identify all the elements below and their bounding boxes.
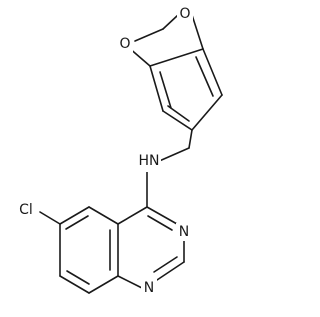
bond-c4-n3-b [147,215,173,231]
atom-nh: HN [139,153,160,169]
bond-o-top-c [191,14,204,50]
bond-c7-c8-b [66,270,90,285]
bond-c8-c8a [88,275,119,294]
bond-c4a-c5 [88,206,119,225]
bond-benz-2 [202,48,223,96]
bond-c2-n1-b [153,256,178,273]
bond-ring-ch2 [188,129,193,149]
bond-c4-n3 [146,206,178,225]
bond-benz-4 [162,110,193,131]
bond-benz-3 [191,94,223,131]
bond-benz-1 [149,48,204,67]
bond-benz-5 [149,65,164,112]
atom-cl: Cl [19,202,33,218]
structure-canvas: O O HN Cl N N [14,6,223,297]
atom-o-left: O [119,36,130,52]
molecule-diagram: O O HN Cl N N [14,6,223,297]
bond-c5-c6 [59,206,90,225]
atom-n-ring-2: N [144,280,154,296]
bond-benz-2b [195,56,214,97]
bond-n1-c8a [117,275,143,289]
bond-ch2-o-top [162,14,179,30]
atom-n-ring-1: N [179,224,189,240]
bond-benz-5b [159,71,172,109]
bond-c7-c8 [59,275,90,294]
bond-c6-cl [39,211,61,225]
atom-labels: O O HN Cl N N [14,6,193,297]
bond-ch2-n [156,147,190,163]
bond-c4a-c4 [117,206,148,225]
atom-o-top: O [179,6,190,22]
bond-ch2-o-left [134,28,164,42]
bonds [39,14,223,294]
bond-c5-c6-b [65,215,89,230]
bond-c2-n1 [156,261,185,281]
